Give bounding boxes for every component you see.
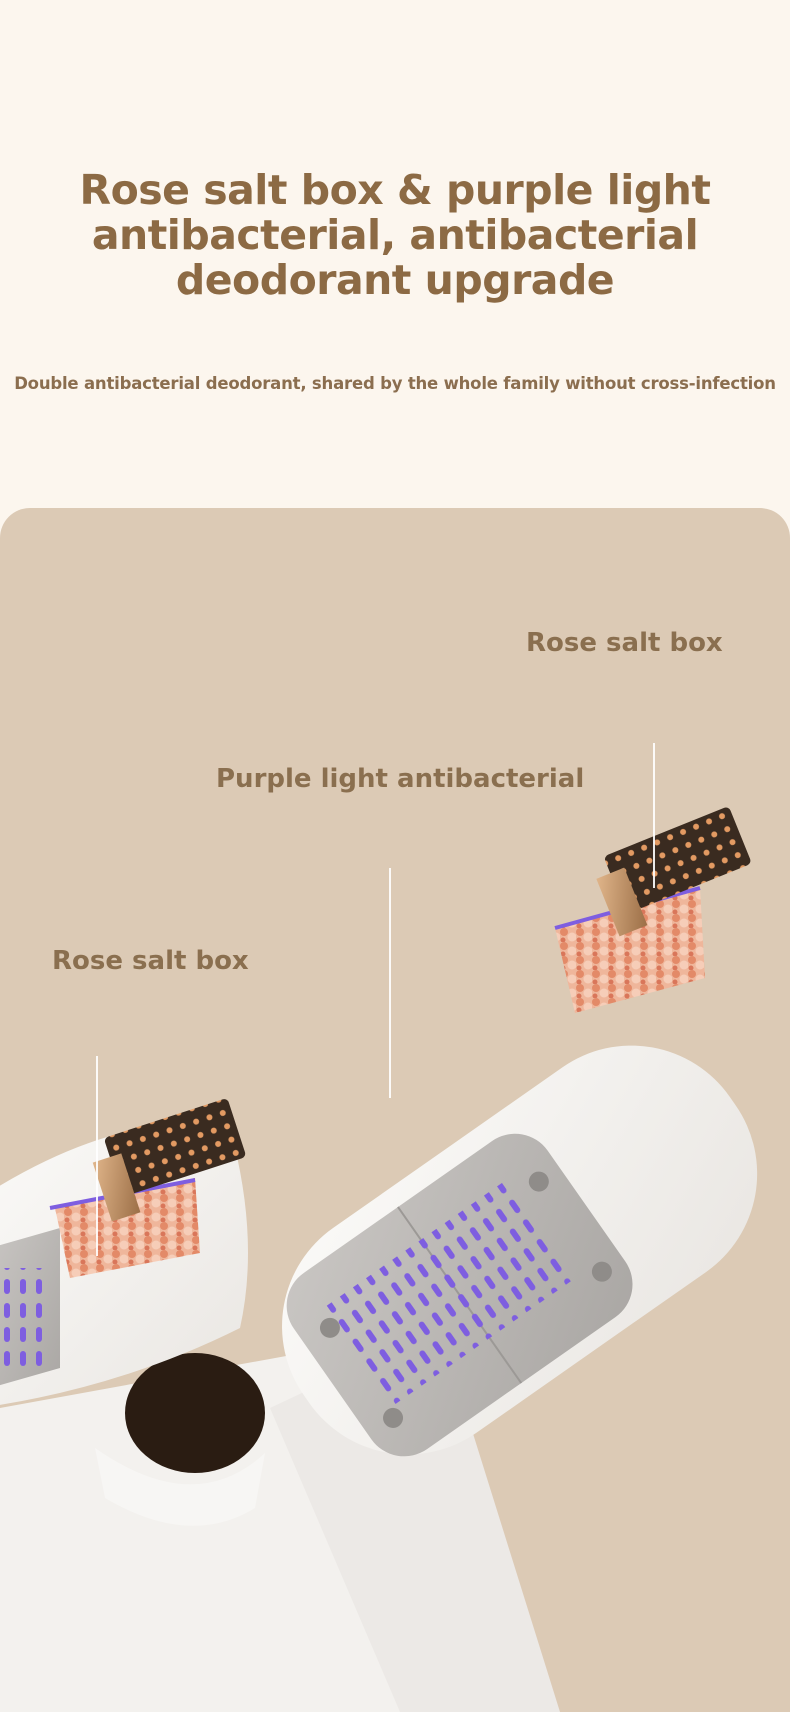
page-subtitle: Double antibacterial deodorant, shared b… xyxy=(14,374,776,393)
right-holder xyxy=(282,1045,758,1457)
leader-line-purple-light xyxy=(389,868,391,1098)
callout-rose-salt-box-left: Rose salt box xyxy=(52,946,249,976)
product-illustration xyxy=(0,807,758,1712)
title-line-3: deodorant upgrade xyxy=(175,256,615,304)
title-line-1: Rose salt box & purple light xyxy=(79,166,711,214)
rose-salt-box-icon xyxy=(92,1099,246,1222)
product-panel: Rose salt box Purple light antibacterial… xyxy=(0,508,790,1712)
callout-purple-light: Purple light antibacterial xyxy=(216,764,585,794)
callout-rose-salt-box-right: Rose salt box xyxy=(526,628,723,658)
left-holder xyxy=(0,1124,249,1405)
holder-opening xyxy=(125,1353,265,1473)
leader-line-rose-salt-right xyxy=(653,743,655,888)
leader-line-rose-salt-left xyxy=(96,1056,98,1256)
uv-light-vents-icon xyxy=(326,1179,576,1405)
rose-salt-box-icon xyxy=(596,807,751,937)
page-title: Rose salt box & purple light antibacteri… xyxy=(0,168,790,303)
title-line-2: antibacterial, antibacterial xyxy=(91,211,699,259)
